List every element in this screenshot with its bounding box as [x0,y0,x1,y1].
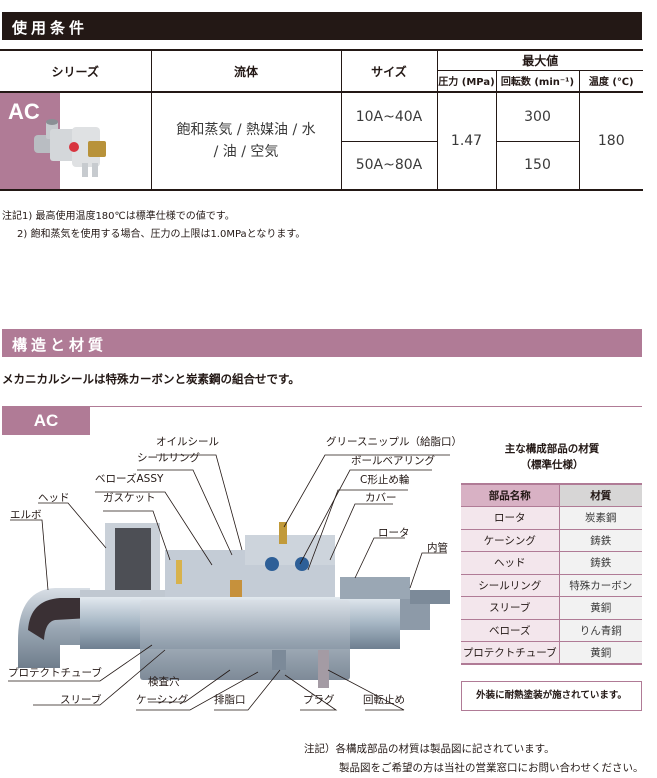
label-grease-nipple: グリースニップル（給脂口） [326,436,462,448]
material: りん青銅 [558,618,642,642]
header-series: シリーズ [0,49,151,92]
structure-footnote-1: 注記）各構成部品の材質は製品図に記されています。 [304,743,555,755]
rotary-joint-cutaway-diagram [8,454,450,711]
label-bellows: ベローズASSY [95,473,164,485]
series-name: AC [8,99,40,124]
materials-title-line1: 主な構成部品の材質 [504,443,600,455]
usage-note-2: 2) 飽和蒸気を使用する場合、圧力の上限は1.0MPaとなります。 [17,229,306,240]
fluid-line-1: 飽和蒸気 / 熱媒油 / 水 [176,122,316,138]
table-row: ロータ炭素鋼 [461,506,642,530]
material: 鋳鉄 [558,551,642,575]
usage-note-1: 注記1) 最高使用温度180℃は標準仕様での値です。 [2,211,235,222]
rpm-1: 300 [495,91,579,141]
label-c-ring: C形止め輪 [360,474,410,486]
table-row: プロテクトチューブ黄銅 [461,641,642,665]
label-inner-pipe: 内管 [427,542,448,554]
material: 黄銅 [558,641,642,665]
label-sleeve: スリーブ [60,694,102,706]
table-row: スリーブ黄銅 [461,596,642,620]
label-casing: ケーシング [136,694,189,706]
coating-note: 外装に耐熱塗装が施されています。 [461,681,642,711]
materials-title-line2: （標準仕様） [520,459,584,471]
rpm-2: 150 [495,140,579,191]
label-protect-tube: プロテクトチューブ [8,667,102,679]
materials-header-material: 材質 [558,483,642,507]
usage-spec-table: シリーズ 流体 サイズ 最大値 圧力 (MPa) 回転数 (min⁻¹) 温度 … [0,49,643,191]
temp-value: 180 [578,91,643,191]
label-drain: 排脂口 [214,694,246,706]
part-name: スリーブ [461,596,559,620]
series-cell: AC [0,91,151,191]
materials-header-part: 部品名称 [461,483,559,507]
table-row: ベローズりん青銅 [461,618,642,642]
part-name: ロータ [461,506,559,530]
header-fluid: 流体 [150,49,341,92]
model-divider [2,406,642,407]
label-seal-ring: シールリング [137,452,200,464]
rotary-joint-product-icon [34,119,106,177]
materials-table: 部品名称 材質 ロータ炭素鋼 ケーシング鋳鉄 ヘッド鋳鉄 シールリング特殊カーボ… [461,483,642,665]
label-rotor: ロータ [378,527,410,539]
header-size: サイズ [340,49,437,92]
materials-title: 主な構成部品の材質 （標準仕様） [462,441,642,473]
part-name: シールリング [461,573,559,597]
material: 炭素鋼 [558,506,642,530]
material: 鋳鉄 [558,528,642,552]
label-inspection-hole: 検査穴 [148,676,180,688]
fluid-cell: 飽和蒸気 / 熱媒油 / 水 / 油 / 空気 [150,91,341,191]
label-rotation-stopper: 回転止め [363,694,405,706]
model-tab: AC [2,406,90,435]
material: 特殊カーボン [558,573,642,597]
label-ball-bearing: ボールベアリング [351,455,435,467]
table-row: ケーシング鋳鉄 [461,528,642,552]
size-1: 10A~40A [340,91,437,141]
size-2: 50A~80A [340,140,437,191]
label-gasket: ガスケット [103,492,156,504]
fluid-line-2: / 油 / 空気 [213,144,279,160]
usage-section-title: 使用条件 [2,12,642,40]
part-name: ヘッド [461,551,559,575]
table-row: ヘッド鋳鉄 [461,551,642,575]
label-elbow: エルボ [10,509,42,521]
label-plug: プラグ [303,694,335,706]
label-head: ヘッド [38,492,70,504]
header-pressure: 圧力 (MPa) [436,69,496,92]
part-name: ベローズ [461,618,559,642]
material: 黄銅 [558,596,642,620]
structure-section-title: 構造と材質 [2,329,642,357]
table-row: シールリング特殊カーボン [461,573,642,597]
part-name: プロテクトチューブ [461,641,559,665]
header-temp: 温度 (℃) [578,69,643,92]
header-max: 最大値 [436,49,643,70]
pressure-value: 1.47 [436,91,496,191]
structure-footnote-2: 製品図をご希望の方は当社の営業窓口にお問い合わせください。 [339,762,644,774]
header-rpm: 回転数 (min⁻¹) [495,69,579,92]
structure-lead: メカニカルシールは特殊カーボンと炭素鋼の組合せです。 [2,372,300,386]
label-cover: カバー [365,492,397,504]
part-name: ケーシング [461,528,559,552]
label-oil-seal: オイルシール [156,436,219,448]
